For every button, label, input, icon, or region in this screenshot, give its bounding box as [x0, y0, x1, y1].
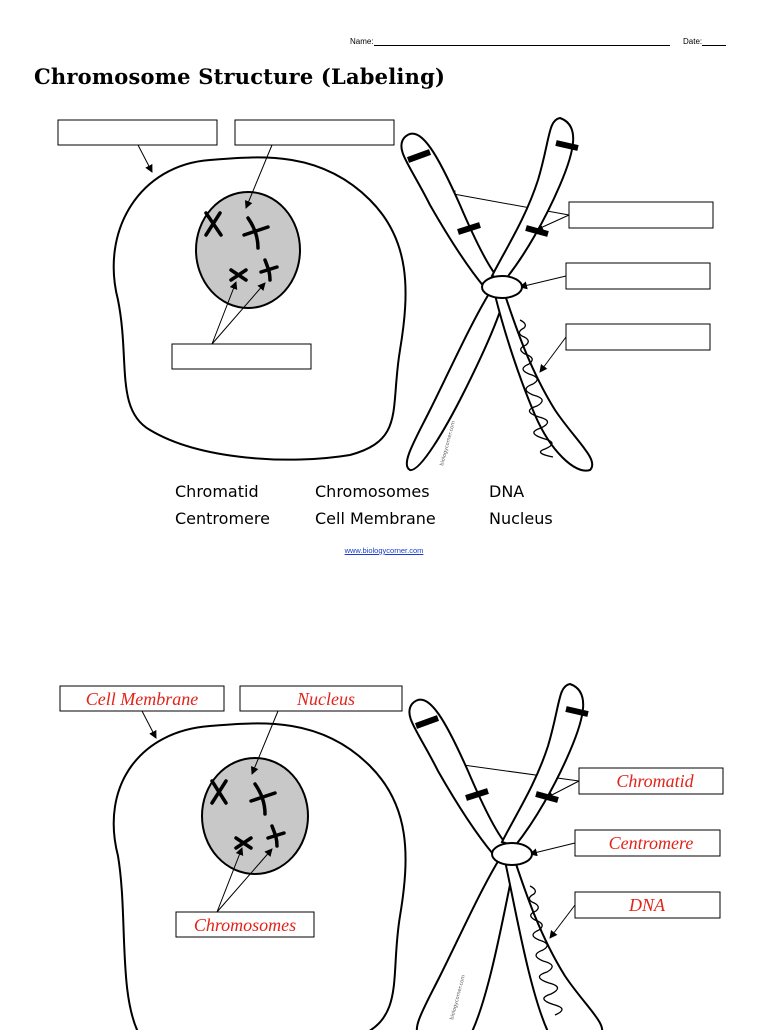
word-dna: DNA [489, 482, 525, 501]
answer-nucleus: Nucleus [296, 689, 355, 709]
answer-chromosomes: Chromosomes [194, 915, 296, 935]
blank-dna [565, 323, 711, 351]
centromere-shape [481, 275, 523, 299]
blank-chromosomes [171, 343, 312, 370]
blank-chromatid [568, 201, 714, 229]
word-centromere: Centromere [175, 509, 270, 528]
footer-link[interactable]: www.biologycorner.com [344, 546, 424, 555]
word-bank: Chromatid Chromosomes DNA Centromere Cel… [170, 482, 570, 532]
answer-cell-membrane: Cell Membrane [86, 689, 198, 709]
answer-dna: DNA [628, 895, 666, 915]
blank-cell-membrane [57, 119, 218, 146]
answer-centromere: Centromere [609, 833, 694, 853]
answer-key-diagram: Cell Membrane Nucleus Chromosomes Chroma… [59, 682, 724, 1030]
dna-coil [518, 319, 554, 458]
cell-outline-key [112, 722, 407, 1030]
word-chromatid: Chromatid [175, 482, 259, 501]
blank-nucleus [234, 119, 395, 146]
date-label: Date: [683, 37, 703, 46]
nucleus-shape [195, 191, 301, 309]
cell-outline [112, 156, 407, 461]
name-line [373, 36, 670, 46]
date-field: Date: [683, 36, 727, 46]
word-chromosomes: Chromosomes [315, 482, 430, 501]
word-nucleus: Nucleus [489, 509, 553, 528]
blank-centromere [565, 262, 711, 290]
name-label: Name: [350, 37, 374, 46]
answer-chromatid: Chromatid [616, 771, 694, 791]
chromosome-x [400, 116, 594, 472]
nucleus-shape-key [201, 757, 309, 875]
name-field: Name: [350, 36, 670, 46]
page-title: Chromosome Structure (Labeling) [34, 64, 446, 89]
date-line [702, 36, 727, 46]
word-cell-membrane: Cell Membrane [315, 509, 436, 528]
chromosome-marks [204, 211, 279, 282]
worksheet-diagram: biologycorner.com [57, 116, 714, 472]
